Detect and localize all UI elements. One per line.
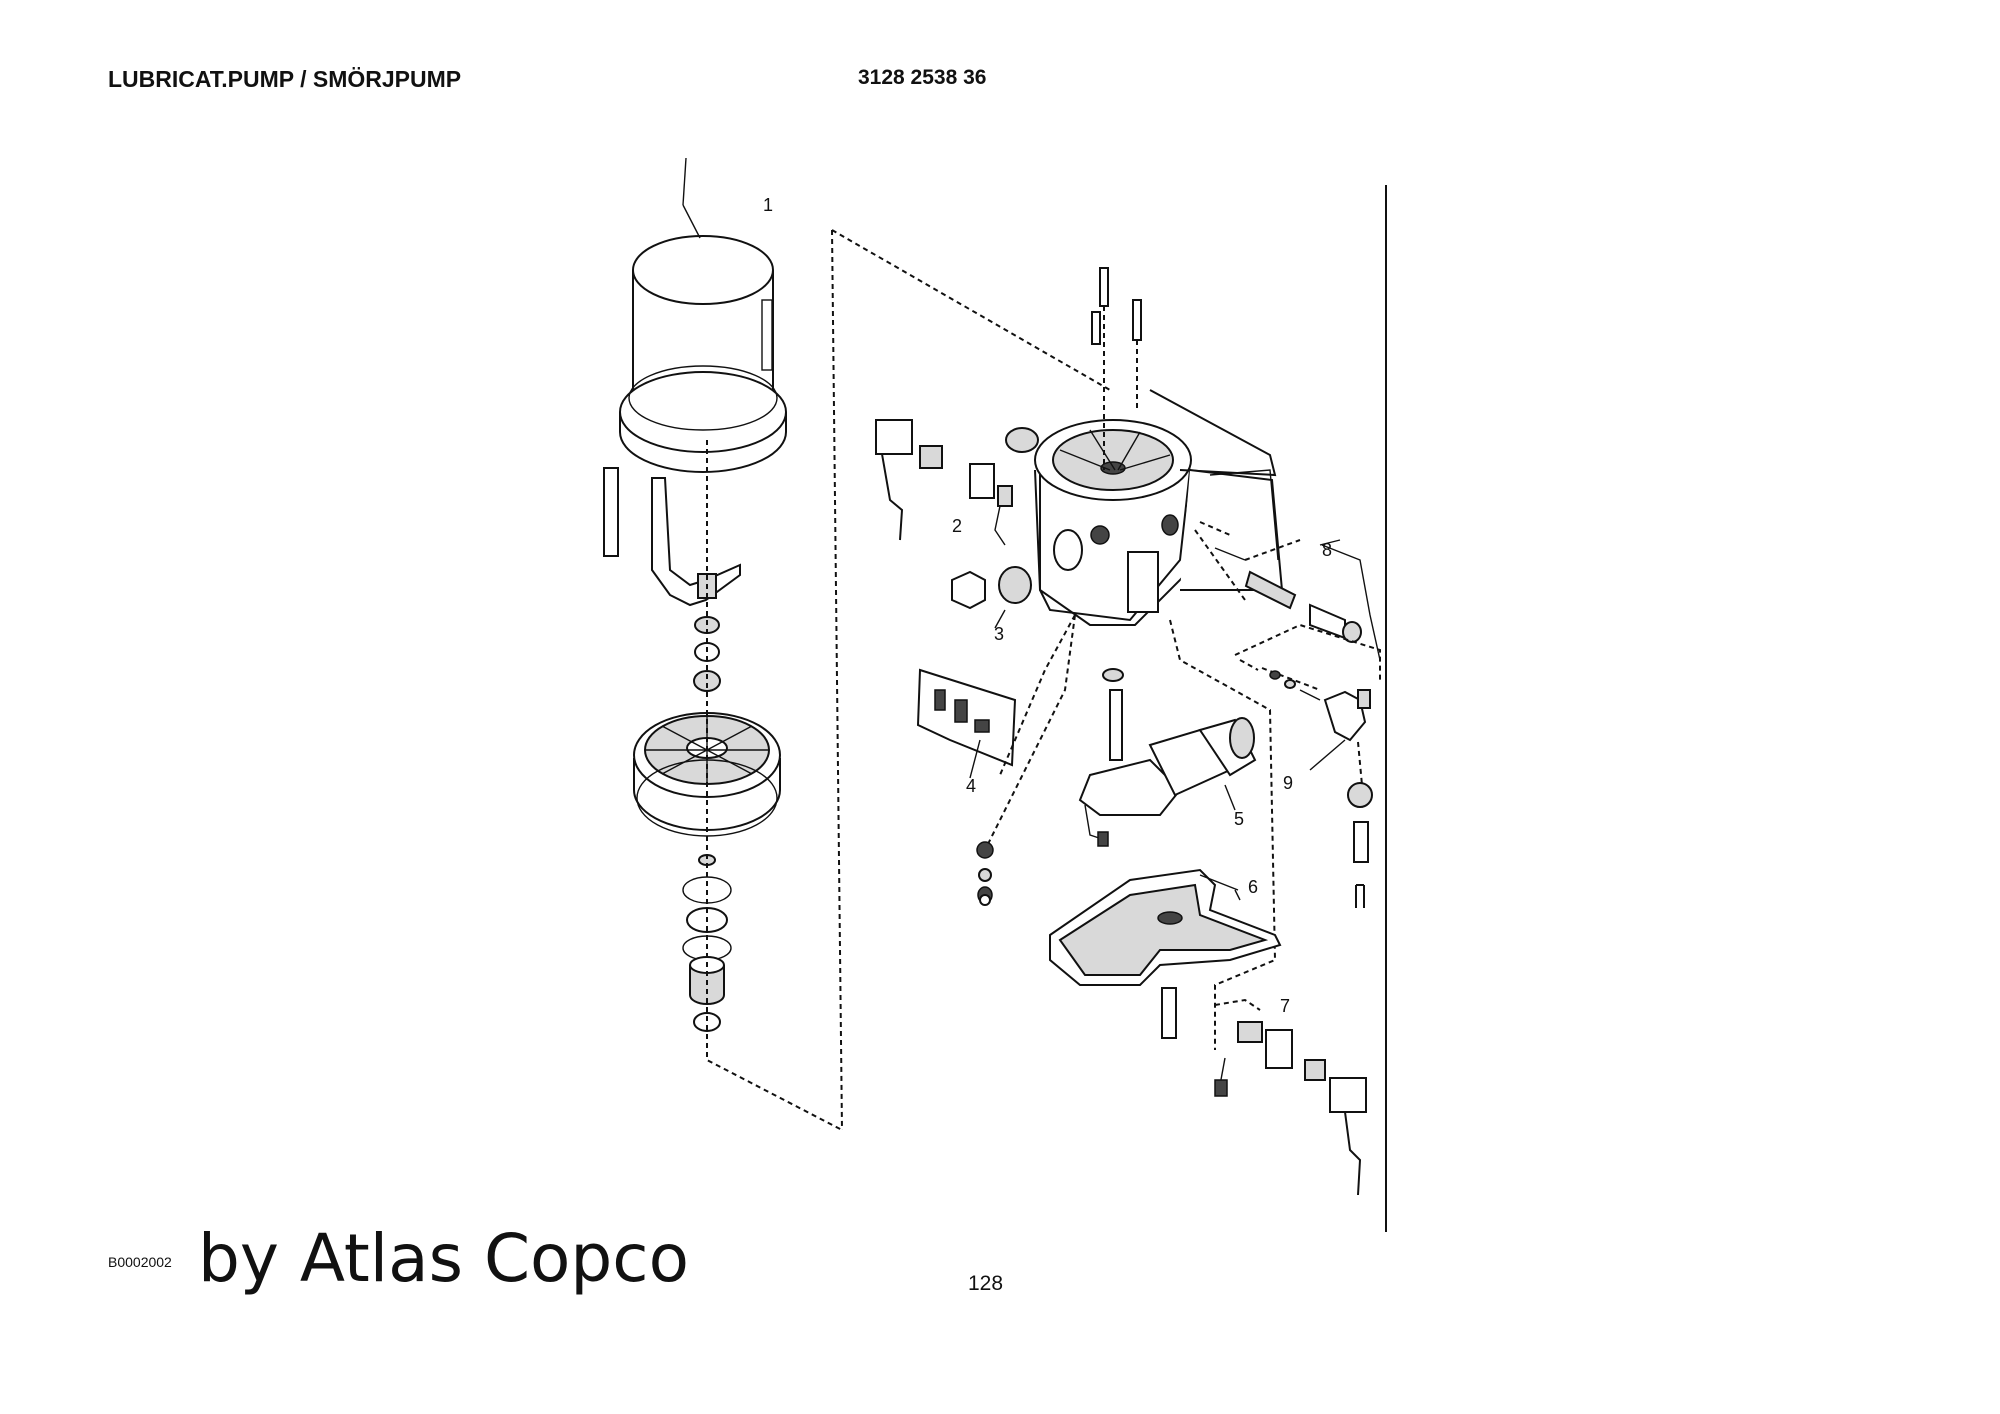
brand-watermark: by Atlas Copco (198, 1220, 689, 1297)
callout-1: 1 (763, 195, 773, 215)
part-9-fitting-assembly (1234, 623, 1381, 908)
callout-6: 6 (1248, 877, 1258, 897)
callout-7: 7 (1280, 996, 1290, 1016)
part-3-plugs (951, 566, 1032, 629)
stirrer-blade (603, 467, 741, 607)
part-number: 3128 2538 36 (858, 66, 987, 89)
page-number: 128 (968, 1272, 1004, 1295)
callout-9: 9 (1283, 773, 1293, 793)
part-2-connector-assembly (875, 419, 1039, 546)
callout-2: 2 (952, 516, 962, 536)
pump-housing (1034, 389, 1284, 626)
part-1-reservoir (619, 157, 787, 473)
drawing-code: B0002002 (108, 1254, 172, 1270)
callout-4: 4 (966, 776, 976, 796)
callout-3: 3 (994, 624, 1004, 644)
part-5-motor (1078, 668, 1257, 847)
part-7-connector-assembly (1214, 998, 1367, 1196)
page-title: LUBRICAT.PUMP / SMÖRJPUMP (108, 66, 462, 92)
part-6-base-plate (1049, 868, 1282, 1039)
assembly-axis-left (706, 440, 843, 1131)
part-8-valve-assembly (1214, 539, 1381, 661)
part-4-circuit-board (916, 668, 1017, 779)
washer-stack-upper (693, 616, 721, 692)
follower-plate (633, 712, 781, 837)
grease-nipple-parts (976, 841, 994, 906)
housing-screws (1091, 267, 1142, 470)
callout-5: 5 (1234, 809, 1244, 829)
callout-8: 8 (1322, 540, 1332, 560)
ring-stack-lower (682, 854, 732, 1032)
